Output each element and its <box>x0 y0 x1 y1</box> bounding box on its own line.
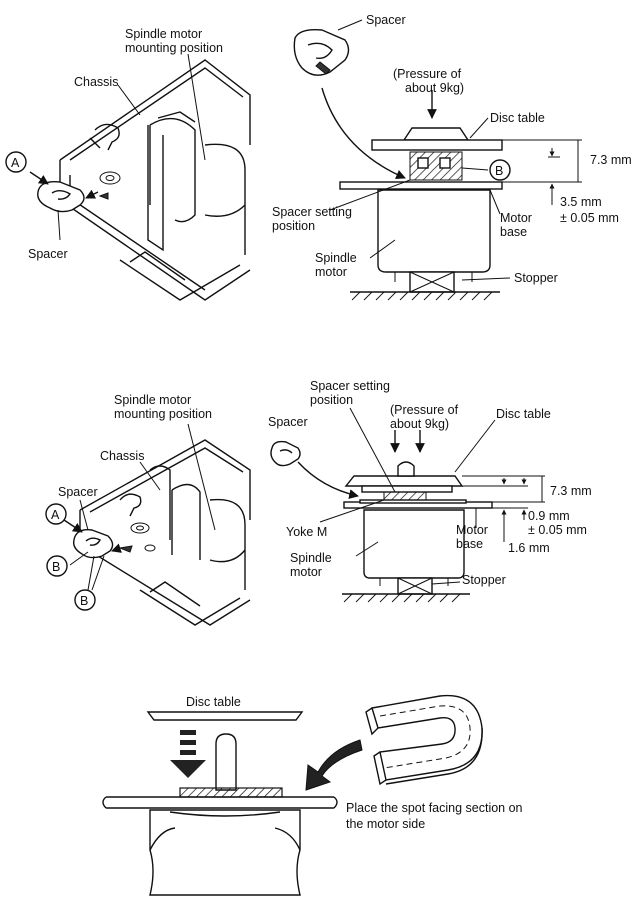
fig2-dim-1-6: 1.6 mm <box>508 541 550 555</box>
fig2-circle-a: A <box>45 503 67 525</box>
fig1-circle-a: A <box>5 151 27 173</box>
fig2-dim-0-9: 0.9 mm <box>528 509 570 523</box>
fig2-label-spindle-mount-2: mounting position <box>114 407 212 421</box>
fig1-label-motor-1: Motor <box>500 211 532 225</box>
fig3-down-arrow <box>170 730 206 778</box>
fig1-label-spacer-setting-1: Spacer setting <box>272 205 352 219</box>
fig1-label-spindle-1: Spindle <box>315 251 357 265</box>
fig1-chassis-drawing <box>29 53 251 301</box>
fig2-cross-section <box>270 407 545 603</box>
fig2-label-spacer-right: Spacer <box>268 415 308 429</box>
fig2-label-spacer-setting-2: position <box>310 393 353 407</box>
fig2-label-spindle-2: motor <box>290 565 322 579</box>
fig1-label-motor-2: base <box>500 225 527 239</box>
fig1-label-pressure-1: (Pressure of <box>393 67 462 81</box>
fig1-label-spindle-2: motor <box>315 265 347 279</box>
fig2-label-spacer-setting-1: Spacer setting <box>310 379 390 393</box>
fig1-label-spacer-setting-2: position <box>272 219 315 233</box>
fig3-note-1: Place the spot facing section on <box>346 801 523 815</box>
fig2-label-spacer-left: Spacer <box>58 485 98 499</box>
fig1-label-spindle-mount-1: Spindle motor <box>125 27 202 41</box>
fig1-dim-7-3: 7.3 mm <box>590 153 632 167</box>
fig1-label-spindle-mount-2: mounting position <box>125 41 223 55</box>
fig2-label-disc-table: Disc table <box>496 407 551 421</box>
fig1-cross-section <box>293 19 582 301</box>
fig2-label-pressure-1: (Pressure of <box>390 403 459 417</box>
fig2-circle-b1: B <box>46 555 68 577</box>
fig2-circle-b2: B <box>74 589 96 611</box>
fig1-label-pressure-2: about 9kg) <box>405 81 464 95</box>
fig1-label-disc-table: Disc table <box>490 111 545 125</box>
fig2-label-yoke: Yoke M <box>286 525 327 539</box>
fig1-label-chassis: Chassis <box>74 75 118 89</box>
fig2-label-stopper: Stopper <box>462 573 506 587</box>
fig2-circle-b2-text: B <box>80 594 88 608</box>
fig2-label-spindle-mount-1: Spindle motor <box>114 393 191 407</box>
fig2-label-motor-2: base <box>456 537 483 551</box>
fig2-dim-tol: ± 0.05 mm <box>528 523 587 537</box>
fig2-dim-7-3: 7.3 mm <box>550 484 592 498</box>
fig2-label-chassis: Chassis <box>100 449 144 463</box>
fig2-circle-a-text: A <box>51 508 60 522</box>
fig1-dim-tol: ± 0.05 mm <box>560 211 619 225</box>
fig1-circle-b: B <box>489 159 511 181</box>
fig3-assembly-drawing <box>102 694 483 896</box>
fig1-dim-3-5: 3.5 mm <box>560 195 602 209</box>
fig2-circle-b1-text: B <box>52 560 60 574</box>
fig2-label-motor-1: Motor <box>456 523 488 537</box>
fig1-circle-b-text: B <box>495 164 503 178</box>
fig1-label-stopper: Stopper <box>514 271 558 285</box>
fig1-circle-a-text: A <box>11 156 20 170</box>
fig3-u-spacer <box>365 694 483 786</box>
fig2-label-spindle-1: Spindle <box>290 551 332 565</box>
fig1-label-spacer-right: Spacer <box>366 13 406 27</box>
fig3-note-2: the motor side <box>346 817 425 831</box>
fig2-label-pressure-2: about 9kg) <box>390 417 449 431</box>
fig3-label-disc-table: Disc table <box>186 695 241 709</box>
fig2-chassis-drawing <box>63 423 251 626</box>
fig1-label-spacer-left: Spacer <box>28 247 68 261</box>
